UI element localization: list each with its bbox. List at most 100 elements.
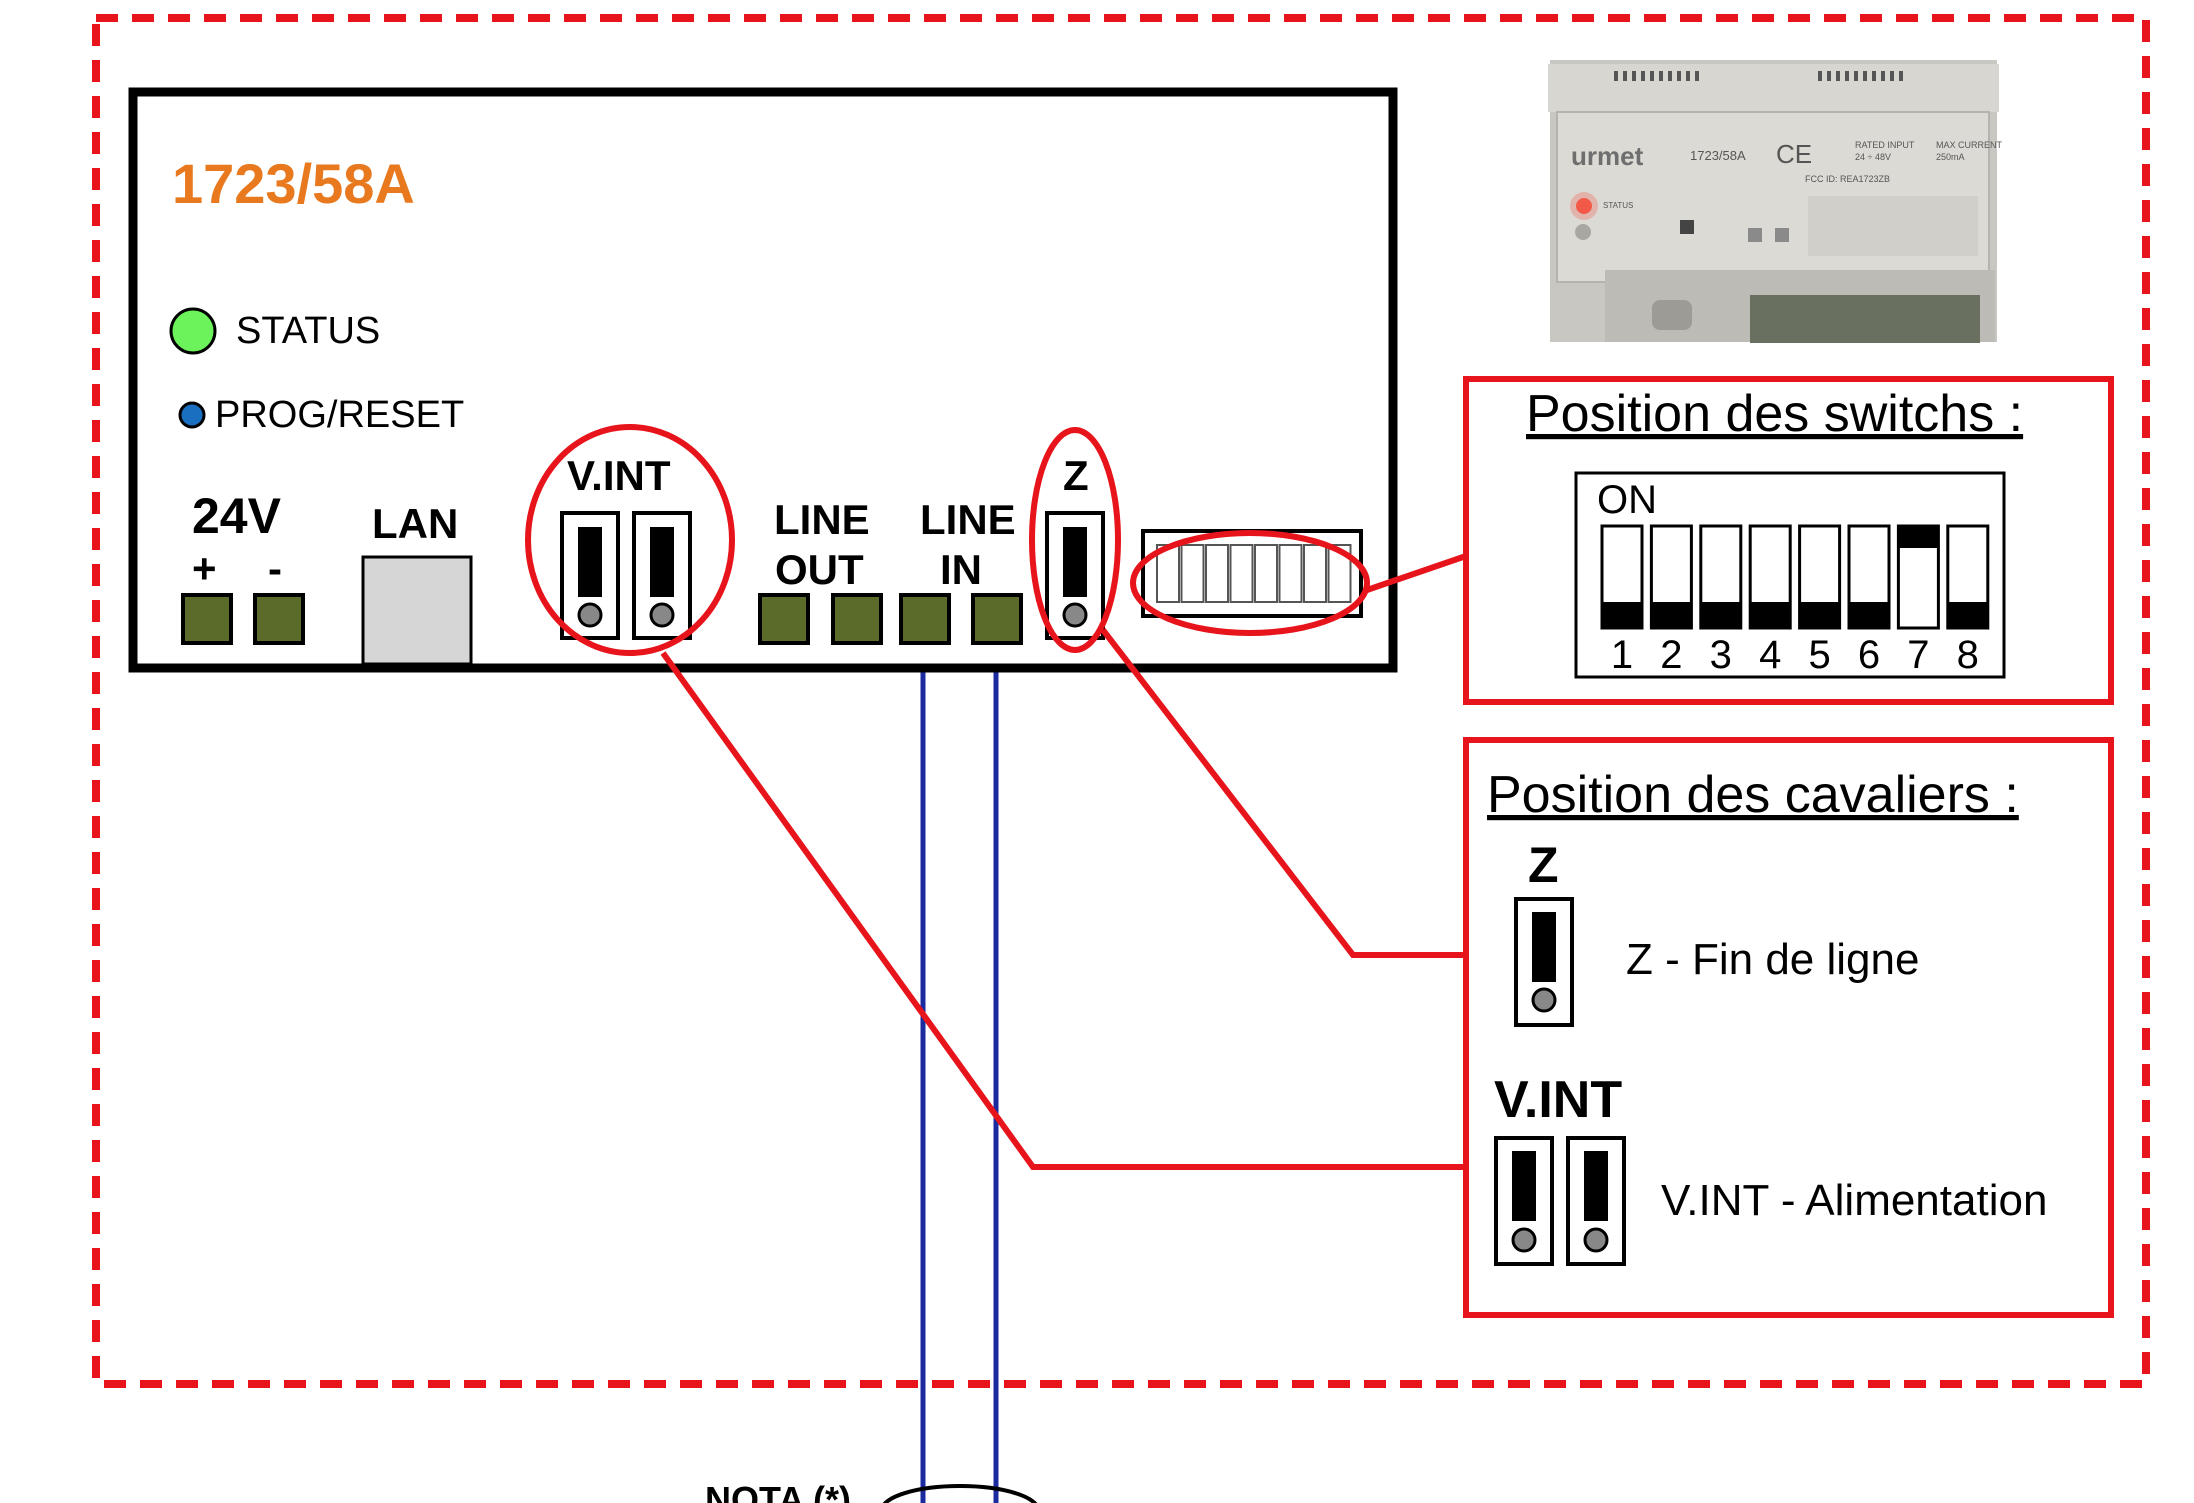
vint-label: V.INT (567, 452, 671, 499)
dip-switch-5: 5 (1798, 524, 1842, 677)
svg-text:RATED INPUT: RATED INPUT (1855, 140, 1915, 150)
photo-vent-slot (1836, 71, 1840, 81)
lan-port (361, 555, 473, 666)
dip-switch-number: 1 (1611, 633, 1633, 677)
switch-panel-title: Position des switchs : (1526, 385, 2023, 443)
mini-dip-cell (1205, 544, 1229, 603)
photo-vent-slot (1686, 71, 1690, 81)
power-terminal-minus (253, 593, 305, 645)
power-minus-label: - (268, 545, 282, 592)
photo-vent-slot (1659, 71, 1663, 81)
dip-switch-1: 1 (1600, 524, 1644, 677)
dip-switch-3: 3 (1699, 524, 1743, 677)
dashed-enclosure-border (92, 14, 2150, 1388)
photo-vent-slot (1632, 71, 1636, 81)
dip-callout-ellipse (1130, 530, 1370, 636)
photo-vent-slot (1872, 71, 1876, 81)
dip-switch-8: 8 (1946, 524, 1990, 677)
z-label: Z (1063, 452, 1089, 499)
prog-reset-label: PROG/RESET (215, 394, 464, 436)
dip-switch-6: 6 (1847, 524, 1891, 677)
dip-callout-line (1366, 553, 1467, 593)
dip-switch-number: 8 (1957, 633, 1979, 677)
photo-vent-slot (1899, 71, 1903, 81)
power-label: 24V (192, 488, 282, 544)
power-plus-label: + (192, 545, 217, 592)
jumper-z-heading: Z (1528, 837, 1559, 893)
line-in-label-top: LINE (920, 496, 1016, 543)
status-label: STATUS (236, 310, 380, 352)
svg-text:STATUS: STATUS (1603, 201, 1633, 210)
mini-dip-cell (1180, 544, 1205, 603)
svg-text:1723/58A: 1723/58A (1690, 148, 1746, 163)
photo-red-led (1576, 198, 1592, 214)
vint-callout-line (660, 651, 1466, 1170)
mini-dip-cell (1278, 544, 1303, 603)
dip-switch-7: 7 (1896, 524, 1940, 677)
line-out-label-top: LINE (774, 496, 870, 543)
z-callout-ellipse (1029, 427, 1121, 653)
jumper-vint-icon-2 (1566, 1136, 1626, 1266)
photo-vent-slot (1695, 71, 1699, 81)
jumper-vint-icon-1 (1494, 1136, 1554, 1266)
photo-vent-slot (1827, 71, 1831, 81)
svg-text:CE: CE (1776, 139, 1812, 169)
jumper-z-icon (1514, 897, 1574, 1027)
dip-switch-2: 2 (1649, 524, 1693, 677)
vint-jumper-2 (632, 511, 692, 640)
line-in-label-bottom: IN (940, 546, 982, 593)
mini-dip-cell (1303, 544, 1327, 603)
photo-vent-slot (1623, 71, 1627, 81)
jumper-panel (1463, 737, 2114, 1318)
prog-reset-button-icon (178, 401, 206, 429)
line-in-terminal-1 (899, 593, 951, 645)
mini-dip-cell (1254, 544, 1278, 603)
svg-text:24 ÷ 48V: 24 ÷ 48V (1855, 152, 1891, 162)
z-callout-line (1100, 628, 1466, 958)
bottom-note-ellipse (882, 1484, 1038, 1503)
photo-vent-slot (1890, 71, 1894, 81)
jumper-vint-heading: V.INT (1494, 1071, 1622, 1129)
svg-text:urmet: urmet (1571, 141, 1644, 171)
photo-vent-slot (1677, 71, 1681, 81)
jumper-panel-title: Position des cavaliers : (1487, 766, 2019, 824)
photo-vent-slot (1818, 71, 1822, 81)
dip-switch-4: 4 (1748, 524, 1792, 677)
device-model-title: 1723/58A (172, 152, 415, 215)
vint-jumper-1 (560, 511, 620, 640)
svg-text:FCC ID: REA1723ZB: FCC ID: REA1723ZB (1805, 174, 1890, 184)
z-jumper (1045, 511, 1105, 640)
line-out-terminal-2 (831, 593, 883, 645)
photo-vent-slot (1881, 71, 1885, 81)
power-terminal-plus (181, 593, 233, 645)
jumper-z-description: Z - Fin de ligne (1626, 935, 1919, 984)
vint-callout-ellipse (525, 424, 735, 656)
lan-label: LAN (372, 500, 458, 547)
switch-on-label: ON (1597, 478, 1657, 522)
bottom-note-label: NOTA (*) (705, 1479, 851, 1503)
svg-text:250mA: 250mA (1936, 152, 1965, 162)
dip-switch-number: 3 (1710, 633, 1732, 677)
photo-vent-slot (1845, 71, 1849, 81)
dip-switch-number: 5 (1808, 633, 1830, 677)
line-out-label-bottom: OUT (775, 546, 864, 593)
dip-switch-number: 7 (1907, 633, 1929, 677)
photo-vent-slot (1863, 71, 1867, 81)
photo-vent-slot (1650, 71, 1654, 81)
photo-vent-slot (1668, 71, 1672, 81)
svg-text:MAX CURRENT: MAX CURRENT (1936, 140, 2003, 150)
mini-dip-cell (1229, 544, 1254, 603)
line-out-terminal-1 (758, 593, 810, 645)
photo-vent-slot (1854, 71, 1858, 81)
dip-switch-number: 6 (1858, 633, 1880, 677)
dip-switch-number: 2 (1660, 633, 1682, 677)
status-led-icon (169, 307, 217, 355)
mini-dip-cell (1327, 544, 1352, 603)
photo-vent-slot (1614, 71, 1618, 81)
product-photo: urmet 1723/58A CE RATED INPUT 24 ÷ 48V M… (1548, 60, 2003, 343)
jumper-vint-description: V.INT - Alimentation (1661, 1176, 2047, 1225)
dip-switch-number: 4 (1759, 633, 1781, 677)
photo-vent-slot (1641, 71, 1645, 81)
line-in-terminal-2 (971, 593, 1023, 645)
